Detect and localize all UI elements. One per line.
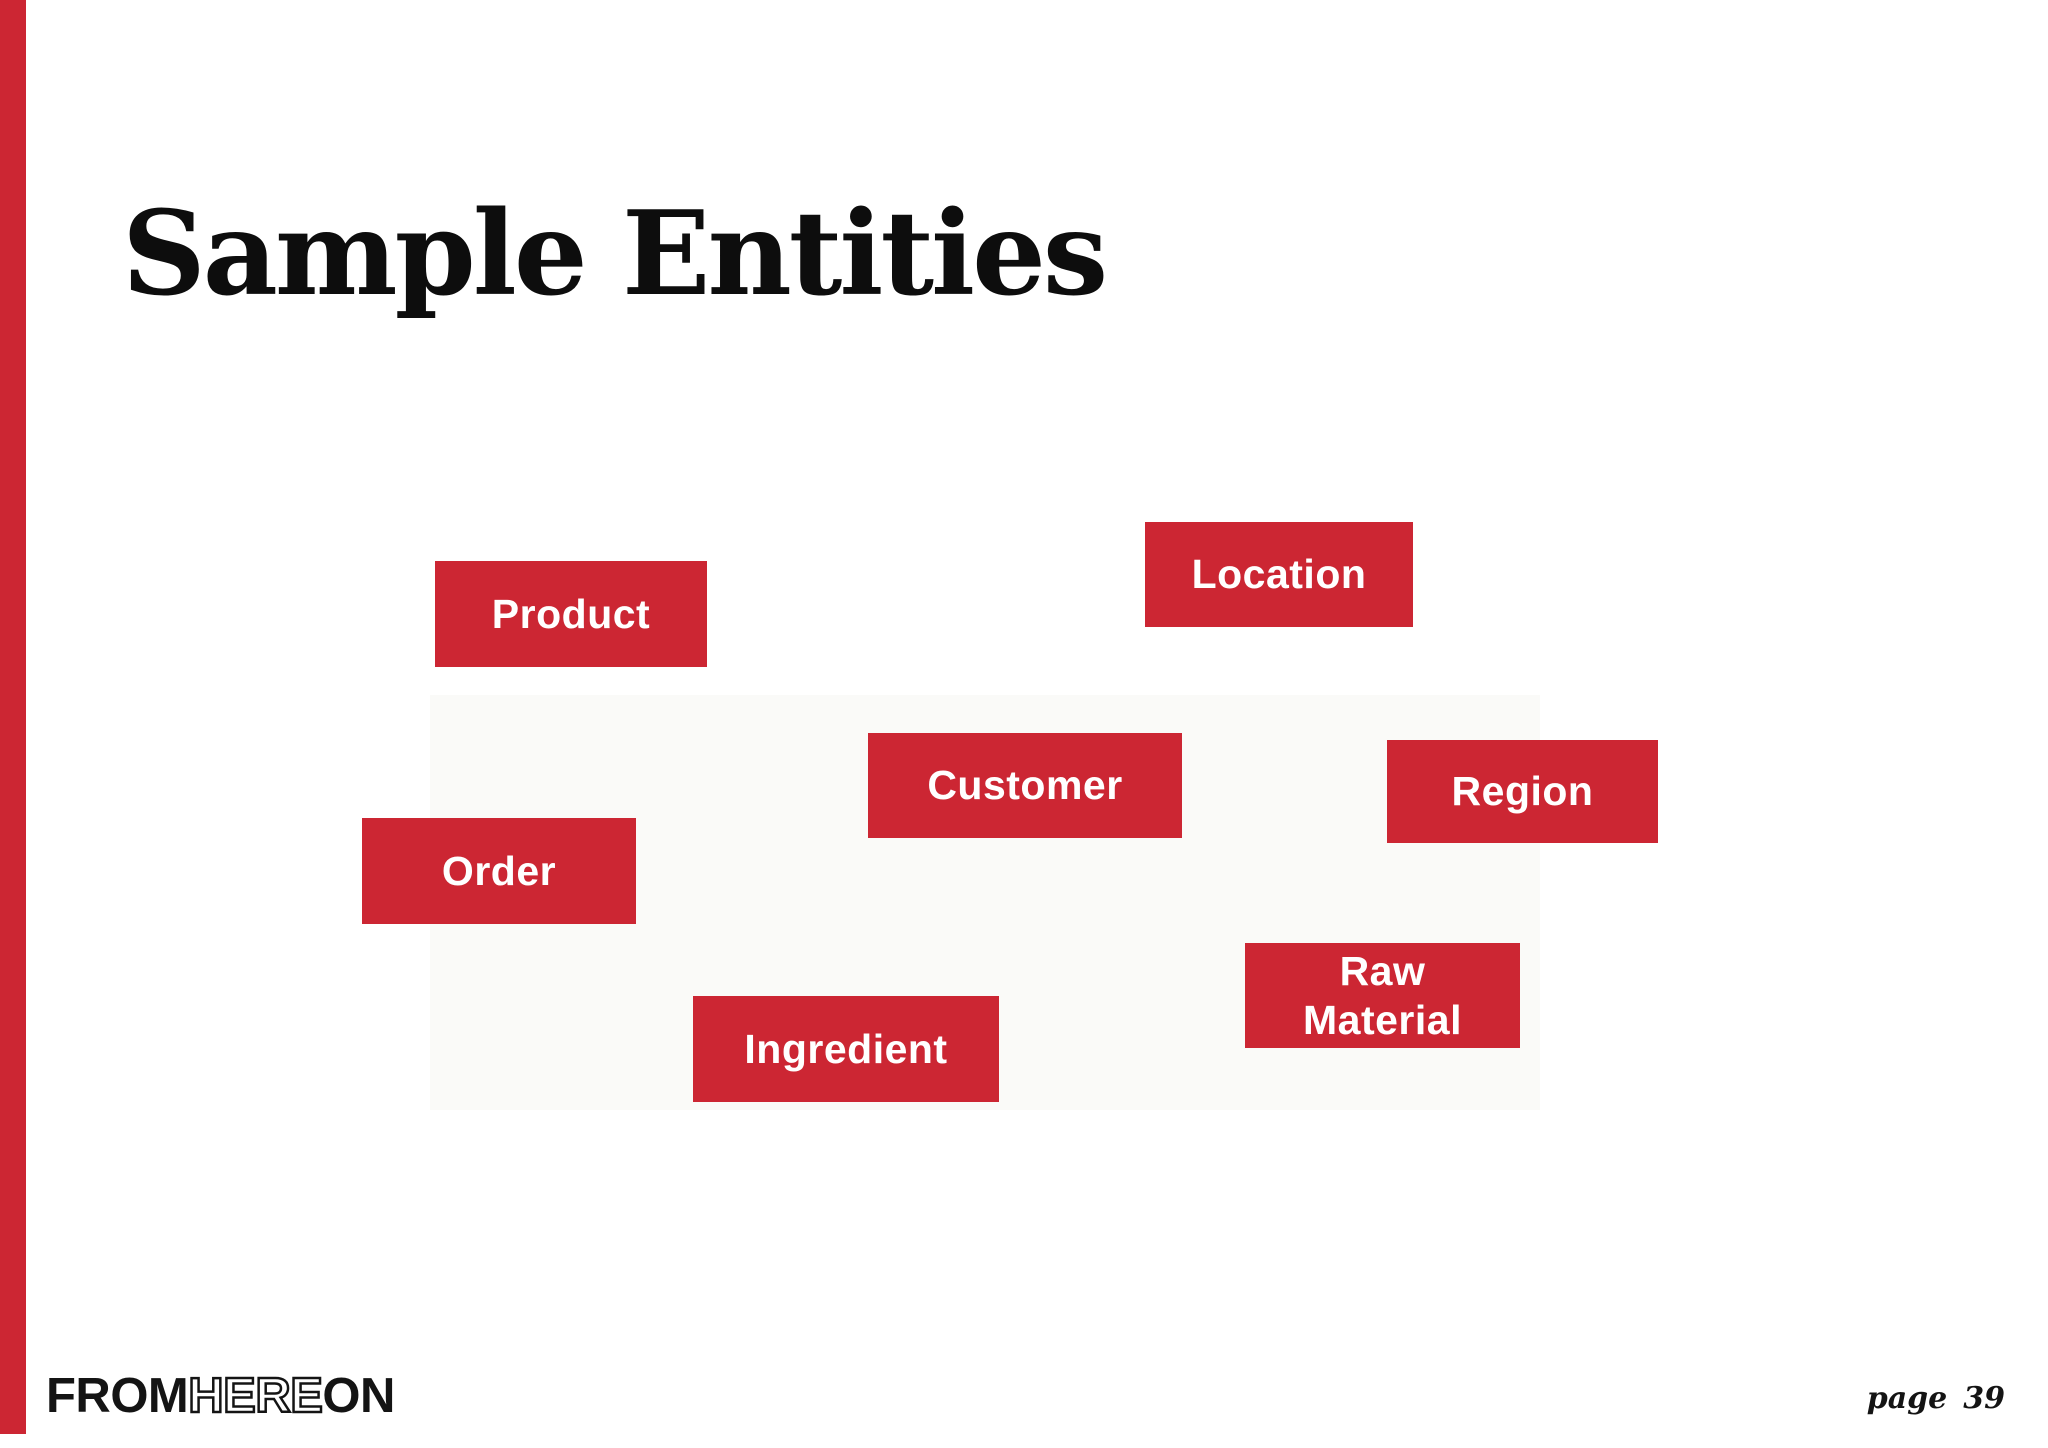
- entity-label: Raw Material: [1303, 948, 1462, 1043]
- entity-label: Order: [441, 847, 557, 894]
- entity-label: Product: [491, 590, 651, 637]
- entity-box-customer: Customer: [868, 733, 1182, 838]
- fromhereon-logo: FROMHEREON: [46, 1369, 395, 1423]
- page-indicator: page 39: [1867, 1381, 2005, 1416]
- page-label: page: [1866, 1381, 1948, 1416]
- page-number: 39: [1963, 1381, 2005, 1416]
- entity-box-product: Product: [435, 561, 707, 667]
- entity-box-location: Location: [1145, 522, 1413, 627]
- logo-part-here: HERE: [187, 1369, 324, 1423]
- entity-box-ingredient: Ingredient: [693, 996, 999, 1102]
- entity-label: Customer: [927, 762, 1123, 809]
- entity-box-raw-material: Raw Material: [1245, 943, 1520, 1048]
- entity-box-order: Order: [362, 818, 636, 924]
- entity-label: Location: [1191, 551, 1367, 598]
- slide-title: Sample Entities: [122, 186, 1108, 322]
- entity-label: Region: [1451, 768, 1594, 815]
- entity-box-region: Region: [1387, 740, 1658, 843]
- entity-label: Ingredient: [744, 1025, 948, 1072]
- left-accent-bar: [0, 0, 26, 1434]
- logo-part-from: FROM: [46, 1369, 189, 1423]
- logo-part-on: ON: [322, 1369, 395, 1423]
